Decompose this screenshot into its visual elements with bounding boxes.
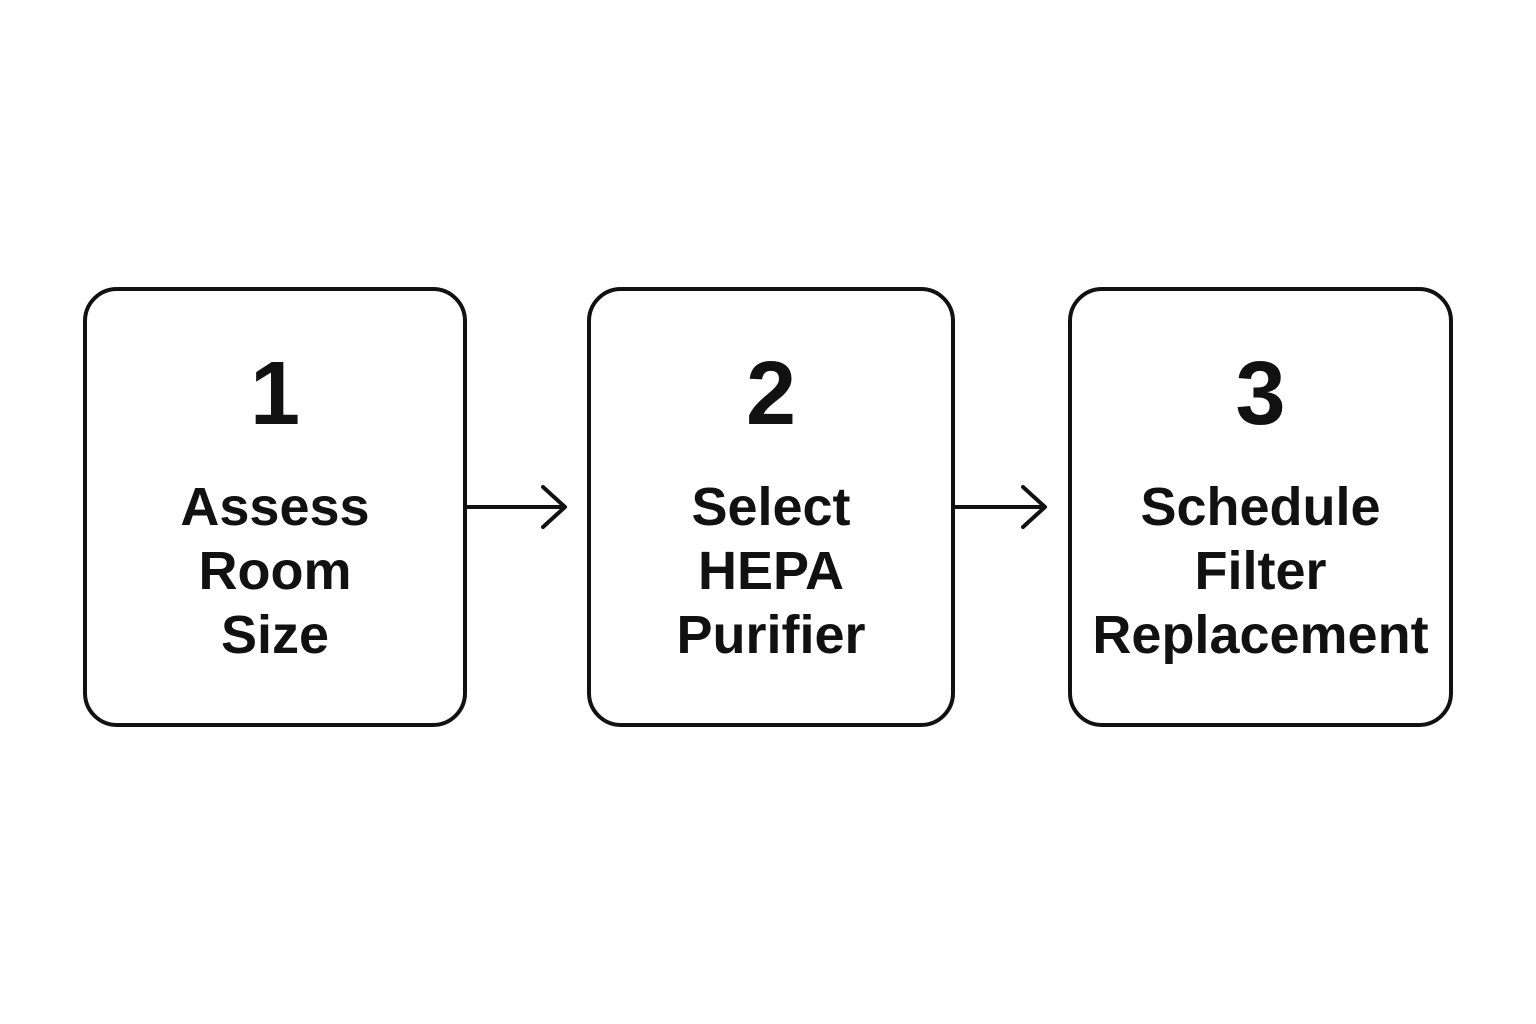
step-label-1-line-2: Room [198,541,352,601]
step-label-1: Assess Room Size [87,475,463,667]
step-box-3: 3 Schedule Filter Replacement [1068,287,1453,727]
step-label-2-line-3: Purifier [676,605,866,665]
step-number-3: 3 [1235,344,1286,444]
step-label-3-line-3: Replacement [1092,605,1429,665]
step-label-1-line-1: Assess [180,477,370,537]
step-label-3-line-2: Filter [1194,541,1327,601]
step-label-2-line-1: Select [691,477,851,537]
step-box-1: 1 Assess Room Size [83,287,467,727]
step-label-3: Schedule Filter Replacement [1072,475,1449,667]
step-label-3-line-1: Schedule [1140,477,1381,537]
arrow-right-icon [953,477,1068,537]
step-label-2-line-2: HEPA [697,541,845,601]
step-number-2: 2 [745,344,797,444]
step-label-1-line-3: Size [220,605,330,665]
step-number-1: 1 [249,344,301,444]
step-label-2: Select HEPA Purifier [591,475,951,667]
step-box-2: 2 Select HEPA Purifier [587,287,955,727]
arrow-right-icon [465,477,587,537]
arrow-right-icon-svg [465,485,567,529]
arrow-right-icon-svg [953,485,1047,529]
